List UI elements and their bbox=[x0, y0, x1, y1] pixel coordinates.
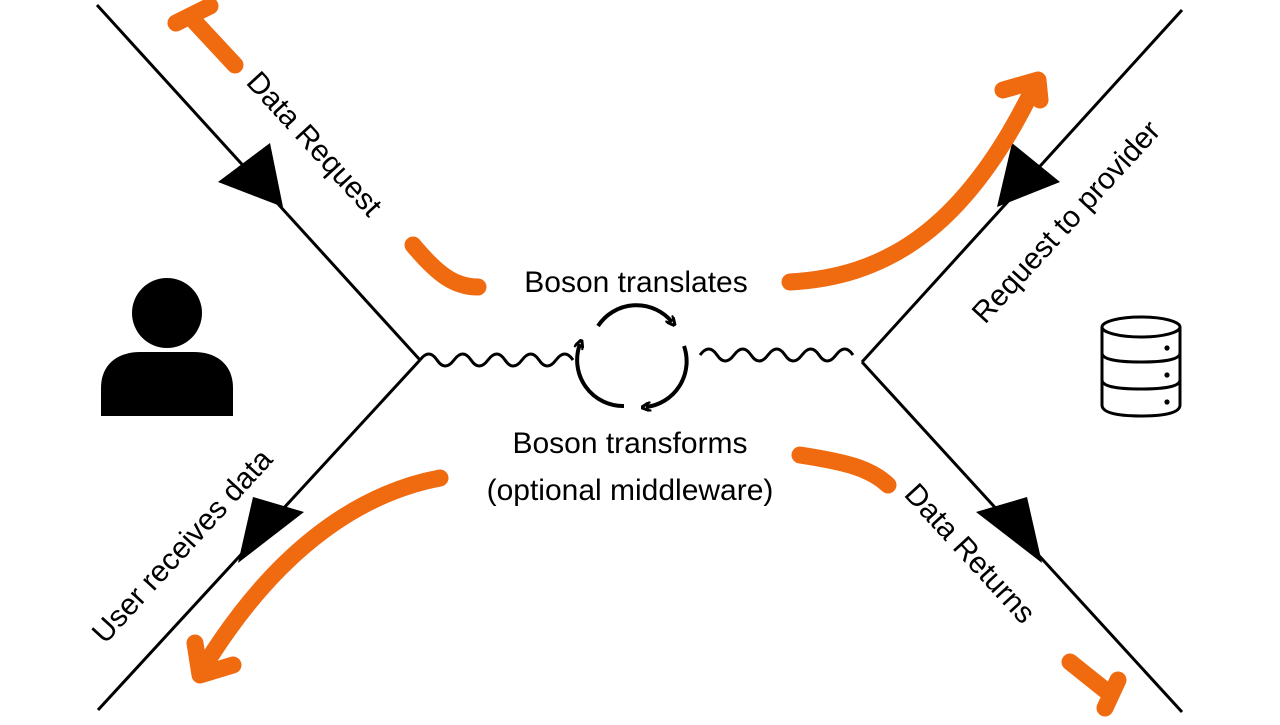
label-boson-translates: Boson translates bbox=[524, 266, 747, 299]
label-optional-middleware: (optional middleware) bbox=[487, 474, 774, 507]
arrowhead-top-right bbox=[997, 143, 1060, 207]
label-data-request: Data Request bbox=[240, 65, 389, 223]
arrowhead-bottom-left bbox=[238, 497, 304, 563]
user-icon bbox=[101, 278, 233, 416]
boson-wave-right bbox=[698, 347, 855, 363]
orange-arrow-data-returns bbox=[791, 446, 1127, 717]
refresh-cycle-icon bbox=[577, 303, 689, 407]
arrowhead-top-left bbox=[218, 143, 283, 207]
label-boson-transforms: Boson transforms bbox=[512, 427, 747, 460]
orange-arrow-user-receives bbox=[186, 469, 449, 684]
orange-arrow-request-to-provider bbox=[781, 71, 1049, 291]
orange-arrow-data-request bbox=[167, 0, 487, 296]
arrowhead-bottom-right bbox=[976, 497, 1042, 563]
database-icon bbox=[1100, 315, 1182, 418]
boson-wave-left bbox=[418, 352, 575, 368]
